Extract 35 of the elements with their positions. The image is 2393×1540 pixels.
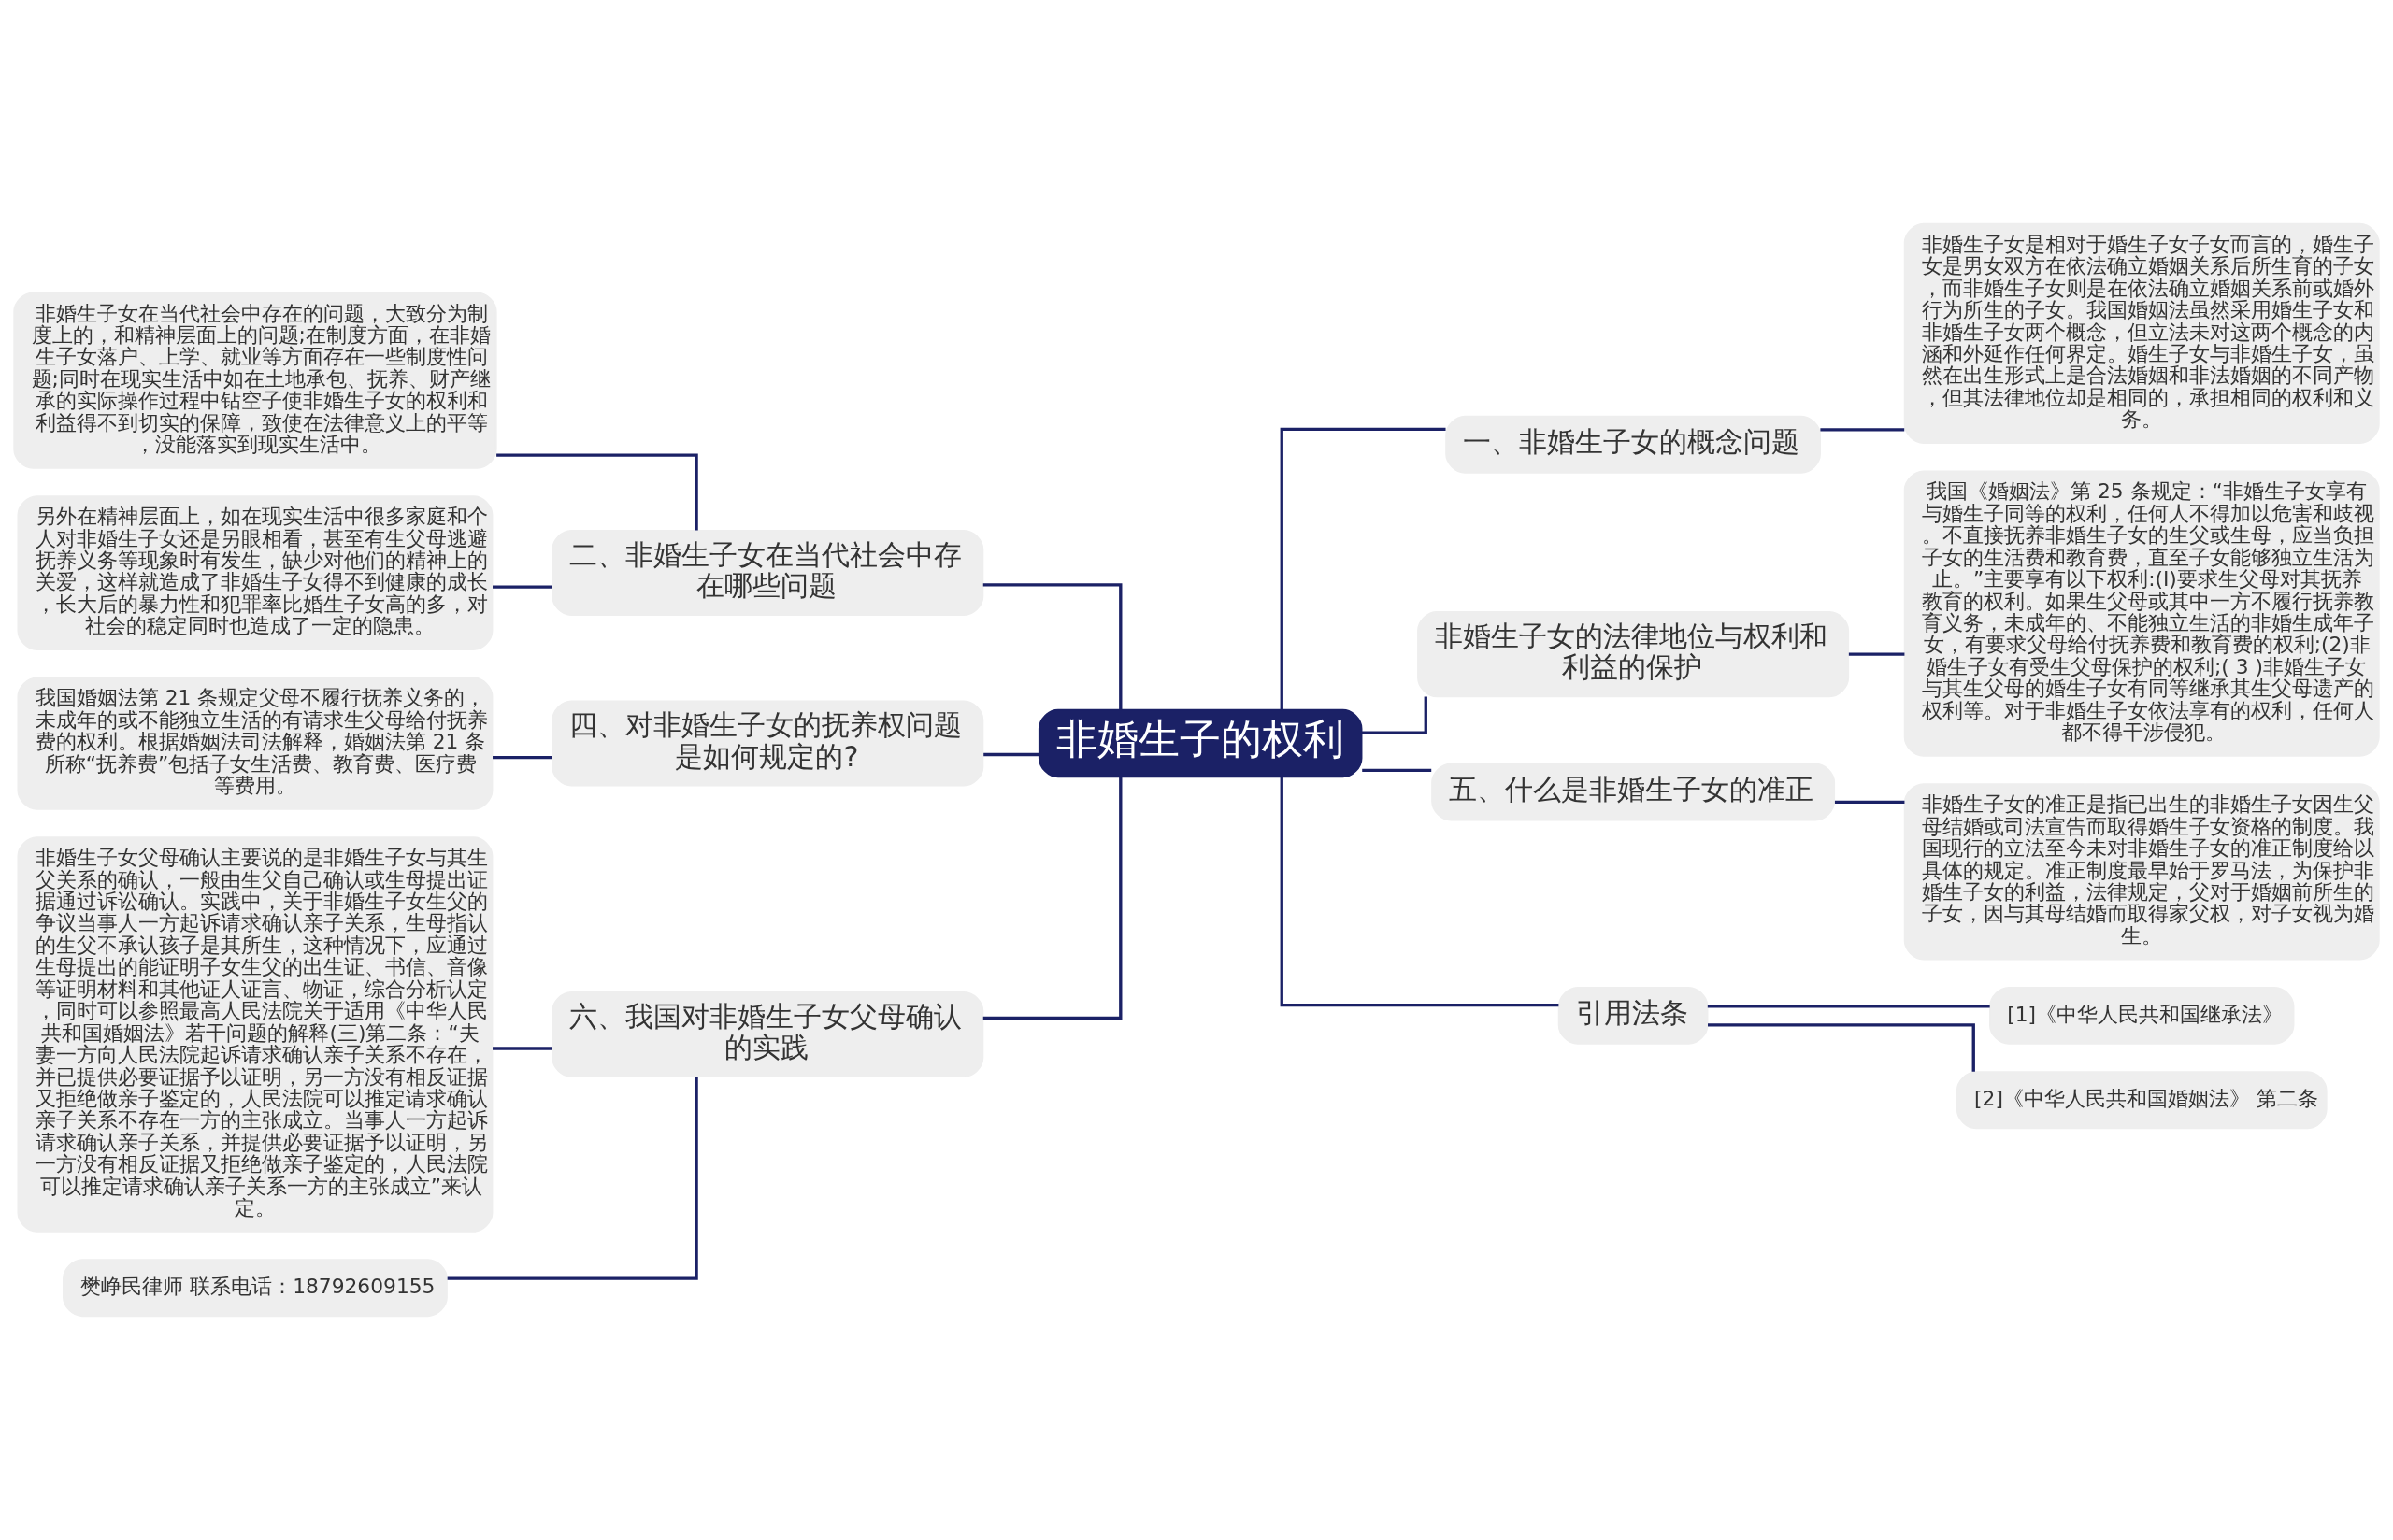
node-box: 四、对非婚生子女的抚养权问题是如何规定的? bbox=[552, 700, 984, 787]
connector bbox=[447, 1077, 698, 1280]
node-box: 非婚生子女父母确认主要说的是非婚生子女与其生父关系的确认，一般由生父自己确认或生母提出证据通过诉讼确认。实践中，关于非婚生子女生父的争议当事人一方起诉请求确认亲子关系，生母指认的生父不承认孩子是其所生，这种情况下，应通过生母提出的能证明子女生父的出生证、书信、音像等证明材料和其他证人证言、物证，综合分析认定，同时可以参照最高人民法院关于适用《中华人民共和国婚姻法》若干问题的解释(三)第二条：“夫妻一方向人民法院起诉请求确认亲子关系不存在，并已提供必要证据予以证明，另一方没有相反证据又拒绝做亲子鉴定的，人民法院可以推定请求确认亲子关系不存在一方的主张成立。当事人一方起诉请求确认亲子关系，并提供必要证据予以证明，另一方没有相反证据又拒绝做亲子鉴定的，人民法院可以推定请求确认亲子关系一方的主张成立”来认定。 bbox=[17, 836, 494, 1233]
node-box: 我国《婚姻法》第 25 条规定：“非婚生子女享有与婚生子同等的权利，任何人不得加以危害和歧视。不直接抚养非婚生子女的生父或生母，应当负担子女的生活费和教育费，直至子女能够独立生活为止。”主要享有以下权利:(Ⅰ)要求生父母对其抚养教育的权利。如果生父母或其中一方不履行抚养教育义务，未成年的、不能独立生活的非婚生成年子女，有要求父母给付抚养费和教育费的权利;(2)非婚生子女有受生父母保护的权利;( 3 )非婚生子女与其生父母的婚生子女有同等继承其生父母遗产的权利等。对于非婚生子女依法享有的权利，任何人都不得干涉侵犯。 bbox=[1903, 470, 2380, 757]
connector bbox=[982, 777, 1123, 1020]
connector bbox=[1280, 777, 1559, 1007]
node-box: 樊峥民律师 联系电话：18792609155 bbox=[63, 1259, 448, 1318]
node-box: [2]《中华人民共和国婚姻法》 第二条 bbox=[1956, 1071, 2328, 1130]
connector bbox=[1280, 427, 1446, 709]
connector bbox=[983, 752, 1039, 757]
connector bbox=[1820, 428, 1905, 432]
connector bbox=[493, 1047, 552, 1050]
connector bbox=[1834, 800, 1905, 804]
connector bbox=[493, 755, 552, 760]
node-box: 引用法条 bbox=[1557, 986, 1709, 1045]
node-box: 六、我国对非婚生子女父母确认的实践 bbox=[552, 991, 984, 1077]
connector bbox=[1708, 1023, 1975, 1072]
node-box: 一、非婚生子女的概念问题 bbox=[1445, 415, 1821, 474]
node-box: [1]《中华人民共和国继承法》 bbox=[1989, 986, 2295, 1045]
node-box: 非婚生子女在当代社会中存在的问题，大致分为制度上的，和精神层面上的问题;在制度方面，在非婚生子女落户、上学、就业等方面存在一些制度性问题;同时在现实生活中如在土地承包、抚养、财产继承的实际操作过程中钻空子使非婚生子女的权利和利益得不到切实的保障，致使在法律意义上的平等，没能落实到现实生活中。 bbox=[13, 292, 497, 469]
connector bbox=[1707, 1005, 1990, 1008]
node-box: 非婚生子女的法律地位与权利和利益的保护 bbox=[1417, 611, 1850, 698]
connector bbox=[1361, 696, 1427, 734]
connector bbox=[493, 585, 552, 589]
connector bbox=[1848, 652, 1905, 656]
node-box: 非婚生子的权利 bbox=[1038, 708, 1363, 778]
node-box: 非婚生子女是相对于婚生子女子女而言的，婚生子女是男女双方在依法确立婚姻关系后所生育的子女，而非婚生子女则是在依法确立婚姻关系前或婚外行为所生的子女。我国婚姻法虽然采用婚生子女和非婚生子女两个概念，但立法未对这两个概念的内涵和外延作任何界定。婚生子女与非婚生子女，虽然在出生形式上是合法婚姻和非法婚姻的不同产物，但其法律地位却是相同的，承担相同的权利和义务。 bbox=[1903, 222, 2380, 444]
connector bbox=[496, 453, 698, 531]
node-box: 非婚生子女的准正是指已出生的非婚生子女因生父母结婚或司法宣告而取得婚生子女资格的制度。我国现行的立法至今未对非婚生子女的准正制度给以具体的规定。准正制度最早始于罗马法，为保护非婚生子女的利益，法律规定，父对于婚姻前所生的子女，因与其母结婚而取得家父权，对子女视为婚生。 bbox=[1903, 783, 2380, 961]
node-box: 二、非婚生子女在当代社会中存在哪些问题 bbox=[552, 530, 984, 617]
connector bbox=[982, 583, 1123, 710]
connector bbox=[1362, 768, 1432, 773]
node-box: 我国婚姻法第 21 条规定父母不履行抚养义务的，未成年的或不能独立生活的有请求生父母给付抚养费的权利。根据婚姻法司法解释，婚姻法第 21 条所称“抚养费”包括子女生活费、教育费、医疗费等费用。 bbox=[17, 677, 494, 810]
node-box: 另外在精神层面上，如在现实生活中很多家庭和个人对非婚生子女还是另眼相看，甚至有生父母逃避抚养义务等现象时有发生，缺少对他们的精神上的关爱，这样就造成了非婚生子女得不到健康的成长，长大后的暴力性和犯罪率比婚生子女高的多，对社会的稳定同时也造成了一定的隐患。 bbox=[17, 495, 494, 650]
node-box: 五、什么是非婚生子女的准正 bbox=[1431, 763, 1836, 821]
